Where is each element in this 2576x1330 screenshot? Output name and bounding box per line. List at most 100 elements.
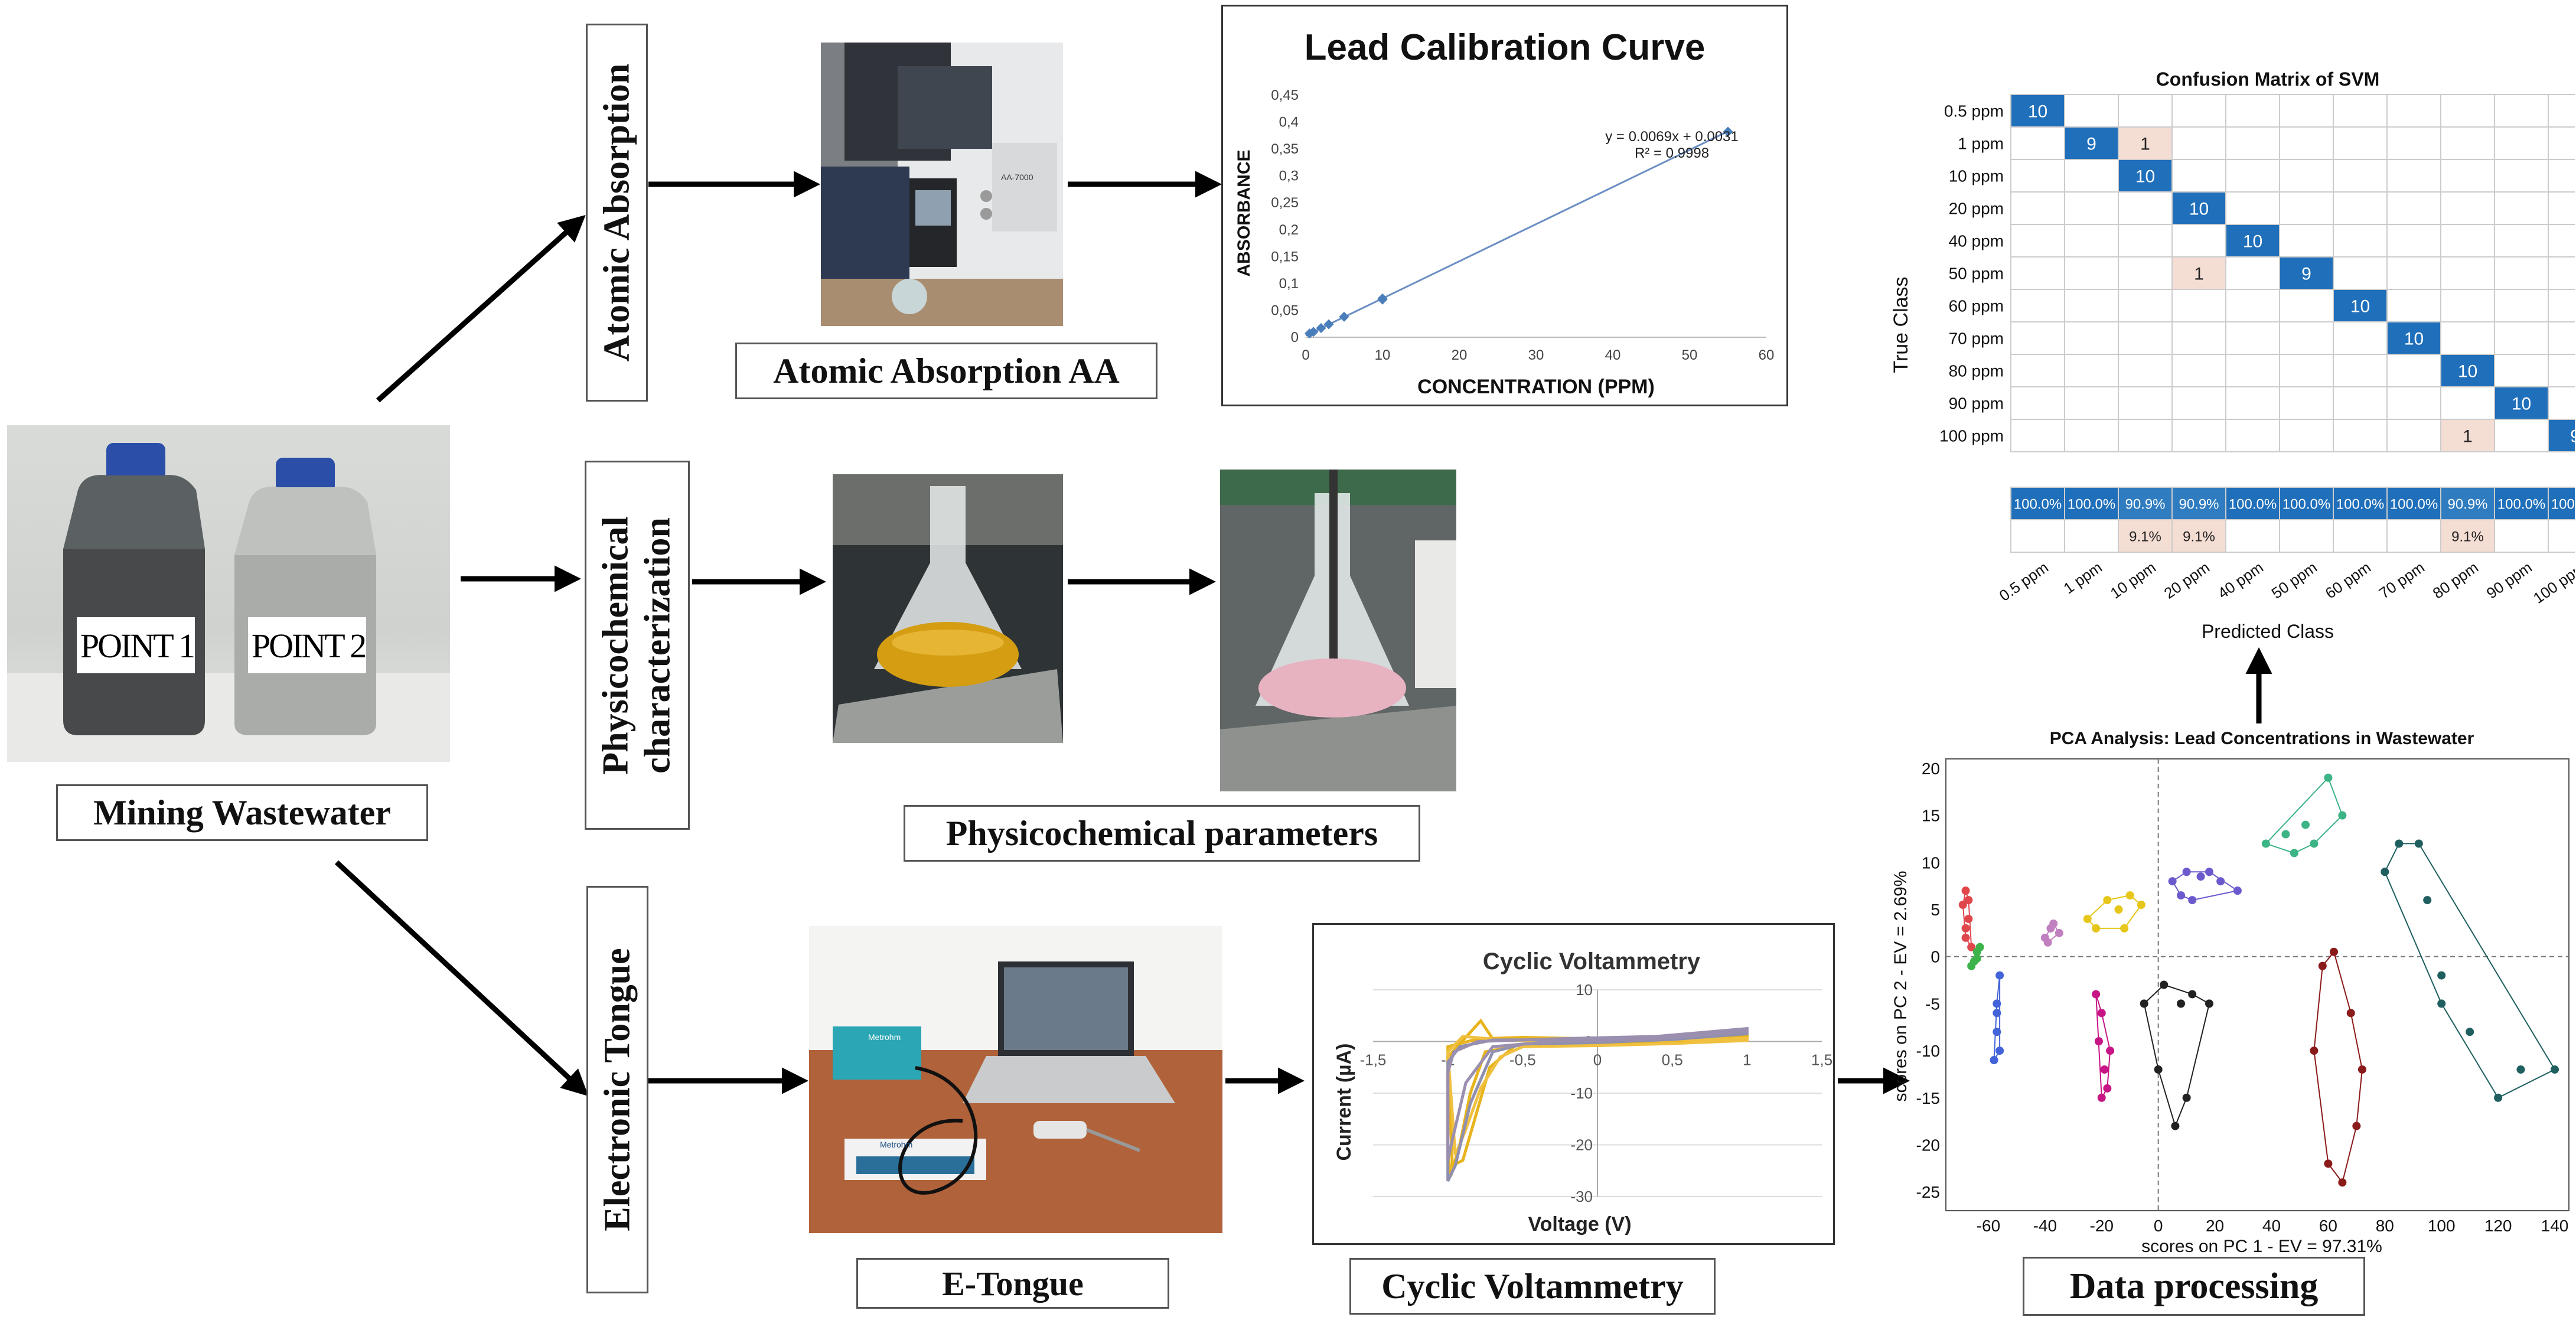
pca-x-tick: 20 [2206, 1217, 2224, 1235]
cm-cell [2548, 386, 2575, 420]
aa-instrument-illustration [821, 43, 1063, 326]
cm-cell [2118, 289, 2173, 322]
cm-fdr-value: 9.1% [2451, 529, 2484, 545]
calibration-xlabel: CONCENTRATION (PPM) [1417, 376, 1655, 398]
pca-point [1964, 914, 1973, 923]
cm-fdr-cell [2494, 519, 2549, 553]
pca-x-tick: 140 [2541, 1217, 2569, 1235]
pca-frame [1945, 758, 2570, 1211]
cm-cell [2171, 126, 2226, 160]
pca-x-tick: 100 [2428, 1217, 2456, 1235]
cm-cell [2333, 159, 2388, 193]
cm-cell-value: 10 [2028, 102, 2047, 122]
pca-point [2414, 839, 2423, 848]
cv-y-tick: -20 [1570, 1136, 1593, 1154]
cm-cell [2118, 354, 2173, 387]
cm-cell-value: 10 [2512, 395, 2531, 414]
cm-cell-value: 1 [2463, 427, 2473, 446]
caption-atomic-absorption: Atomic Absorption AA [735, 343, 1157, 399]
cm-row-label: 50 ppm [1949, 265, 2004, 283]
pca-cluster-outline-8 [2143, 984, 2210, 1128]
cm-row-label: 20 ppm [1949, 200, 2004, 218]
bottle1-label: POINT 1 [80, 627, 195, 665]
pca-point [1993, 1009, 2001, 1018]
cm-cell [2440, 191, 2495, 225]
calibration-point [1339, 311, 1349, 322]
cm-cell [2386, 159, 2441, 193]
pca-point [2055, 928, 2063, 937]
cm-cell [2548, 191, 2575, 225]
metrohm-text-2: Metrohm [880, 1140, 913, 1149]
cm-cell [2171, 386, 2226, 420]
cm-cell [2494, 354, 2549, 387]
cm-cell [2279, 126, 2334, 160]
cm-cell-correct [2118, 159, 2173, 193]
etongue-photo: Metrohm Metrohm [809, 926, 1222, 1233]
pca-point [2196, 872, 2205, 881]
pca-point [1990, 1056, 1998, 1064]
flask-pink-photo [1220, 470, 1456, 791]
calibration-point [1323, 319, 1334, 330]
cm-cell [2440, 289, 2495, 322]
cm-ylabel: True Class [1890, 276, 1912, 373]
wastewater-photo: POINT 1 POINT 2 [7, 425, 450, 762]
cm-cell [2010, 321, 2065, 355]
pca-point [2494, 1093, 2503, 1102]
cm-cell [2010, 386, 2065, 420]
pca-point [1967, 961, 1976, 970]
cv-x-tick: 1 [1743, 1051, 1751, 1069]
pca-point [2324, 1159, 2333, 1168]
cm-cell [2548, 289, 2575, 322]
cm-fdr-cell [2225, 519, 2280, 553]
cm-cell [2171, 354, 2226, 387]
cm-cell-value: 10 [2350, 297, 2370, 317]
flask-yellow-photo [833, 474, 1063, 743]
cm-col-label: 40 ppm [2215, 558, 2267, 602]
pca-point [1975, 943, 1984, 951]
cm-cell-correct [2386, 321, 2441, 355]
pca-point [1961, 886, 1970, 895]
cm-cell [2440, 386, 2495, 420]
caption-physicochemical: Physicochemical parameters [904, 805, 1420, 862]
calibration-y-tick: 0,15 [1271, 249, 1299, 265]
cm-cell [2010, 289, 2065, 322]
cm-cell-correct [2010, 94, 2065, 128]
cm-col-label: 10 ppm [2107, 558, 2159, 602]
cm-cell [2333, 191, 2388, 225]
physicochemical-line1: Physicochemical [595, 516, 636, 775]
atomic-absorption-branch: Atomic Absorption [586, 24, 648, 402]
pca-point [2381, 868, 2389, 876]
cm-cell [2494, 94, 2549, 128]
cm-cell [2440, 256, 2495, 290]
cm-precision-cell [2064, 487, 2119, 520]
cm-cell [2064, 419, 2119, 452]
pca-point [2261, 839, 2270, 848]
pca-point [2310, 839, 2319, 848]
pca-point [1964, 896, 1973, 905]
pca-point [2329, 947, 2338, 956]
pca-y-tick: -25 [1916, 1183, 1940, 1201]
calibration-x-tick: 40 [1605, 347, 1621, 363]
cm-cell [2010, 126, 2065, 160]
cm-cell-value: 1 [2194, 265, 2204, 284]
pca-point [2301, 820, 2310, 829]
cm-cell-value: 9 [2086, 135, 2096, 154]
cm-precision-cell [2386, 487, 2441, 520]
cm-cell [2279, 94, 2334, 128]
cm-precision-value: 100.0% [2282, 497, 2330, 513]
pca-point [1967, 943, 1976, 951]
cm-col-label: 20 ppm [2161, 558, 2213, 602]
pca-point [2205, 868, 2213, 876]
cm-cell [2440, 224, 2495, 257]
pca-y-tick: 0 [1931, 948, 1940, 966]
cm-cell [2333, 354, 2388, 387]
instrument-text: AA-7000 [1001, 172, 1033, 182]
cm-cell-value: 10 [2404, 330, 2424, 349]
electronic-tongue-branch: Electronic Tongue [586, 886, 648, 1293]
cm-cell [2118, 224, 2173, 257]
cm-cell [2064, 224, 2119, 257]
cm-cell [2064, 289, 2119, 322]
cm-fdr-cell [2333, 519, 2388, 553]
calibration-x-tick: 10 [1375, 347, 1391, 363]
